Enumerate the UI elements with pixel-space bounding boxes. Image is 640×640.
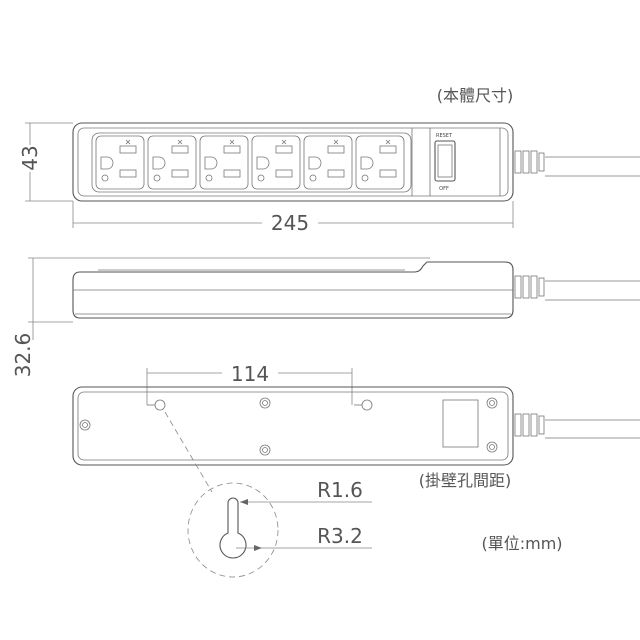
outlet [251, 135, 301, 190]
strain-relief [514, 150, 545, 174]
bottom-body-outline [72, 386, 514, 466]
side-body-outline [72, 261, 514, 319]
rocker-icon [437, 144, 453, 178]
large-radius-label: R3.2 [317, 524, 363, 548]
switch-off-label: OFF [439, 186, 449, 192]
top-body-inner [77, 127, 509, 197]
switch-reset-label: RESET [436, 133, 453, 139]
keyhole-shape-icon [219, 497, 247, 559]
top-view: (本體尺寸) RESET OFF 43 245 [18, 86, 640, 235]
screw-hole-icon [259, 444, 271, 456]
screw-hole-icon [486, 441, 498, 453]
power-switch [434, 140, 456, 182]
screw-hole-icon [486, 397, 498, 409]
screw-group [79, 397, 498, 456]
outlet [303, 135, 353, 190]
keyhole-left [147, 399, 166, 411]
bottom-view: 114 (掛壁孔間距) [72, 362, 640, 490]
length-dimension: 245 [271, 211, 309, 235]
screw-hole-icon [259, 397, 271, 409]
outlet [355, 135, 405, 190]
outlet [147, 135, 197, 190]
hanging-hole-caption: (掛壁孔間距) [419, 471, 512, 490]
outlet-group [95, 135, 405, 190]
keyhole-detail: R1.6 R3.2 (單位:mm) [164, 411, 563, 578]
screw-hole-icon [79, 419, 91, 431]
top-body-outline [72, 122, 514, 202]
strain-relief [514, 275, 545, 299]
detail-circle [187, 482, 279, 578]
strain-relief [514, 413, 545, 437]
outlet-frame [91, 132, 412, 193]
height-dimension: 32.6 [11, 333, 35, 378]
hole-spacing-dimension: 114 [231, 362, 269, 386]
width-dimension: 43 [18, 145, 42, 170]
small-radius-label: R1.6 [317, 478, 363, 502]
outlet [95, 135, 145, 190]
side-view: 32.6 [11, 257, 640, 378]
outlet [199, 135, 249, 190]
unit-caption: (單位:mm) [481, 534, 562, 553]
body-size-caption: (本體尺寸) [437, 86, 514, 105]
keyhole-right [354, 399, 373, 411]
label-recess [442, 399, 479, 448]
